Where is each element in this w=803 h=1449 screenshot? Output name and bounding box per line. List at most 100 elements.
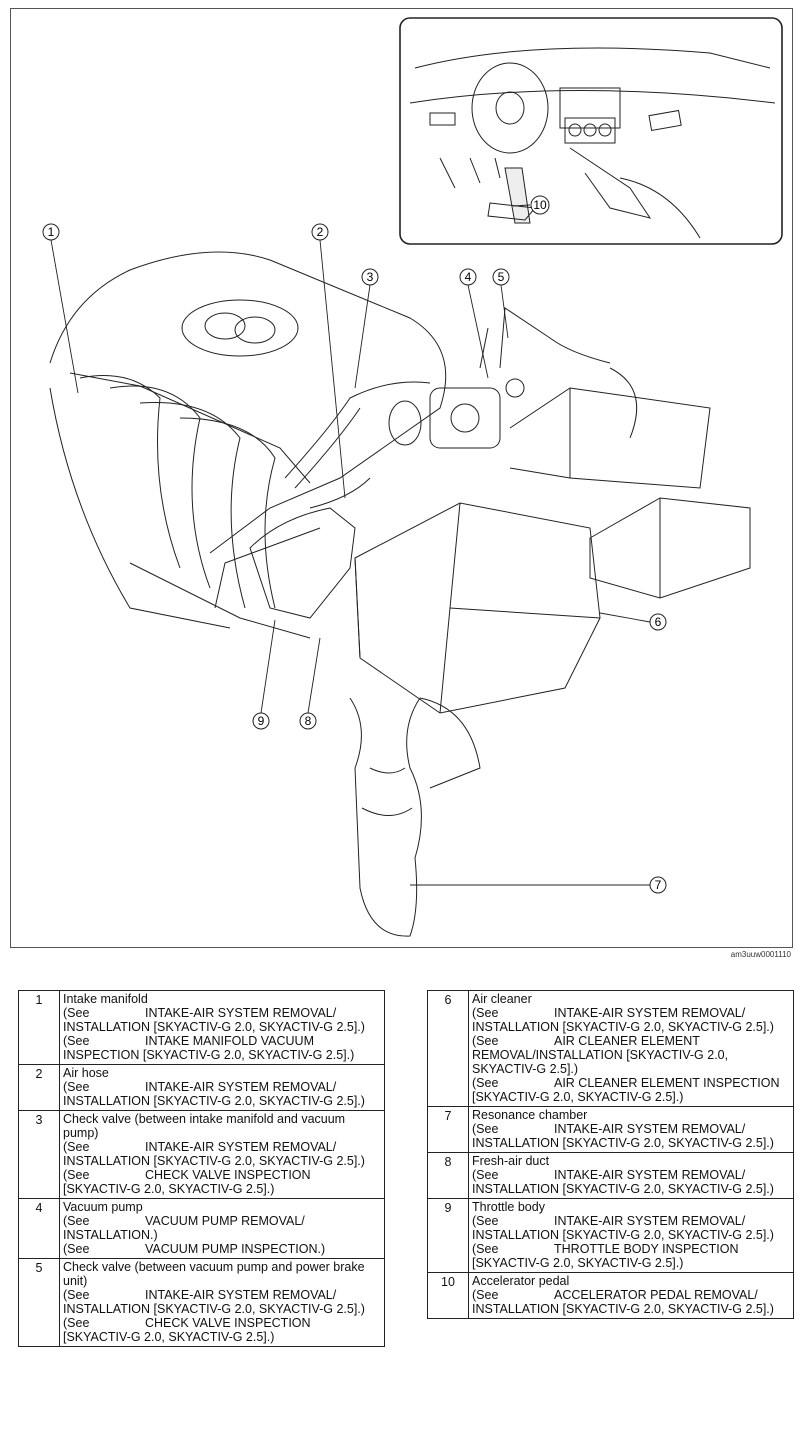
legend-number: 8 [427, 1152, 469, 1199]
reference-text: INTAKE-AIR SYSTEM REMOVAL/ INSTALLATION … [472, 1214, 774, 1242]
callout-1: 1 [42, 223, 60, 241]
see-label: (See [63, 1168, 90, 1182]
callout-5: 5 [492, 268, 510, 286]
legend-number: 1 [18, 990, 60, 1065]
component-name: Fresh-air duct [472, 1154, 550, 1168]
component-name: Check valve (between vacuum pump and pow… [63, 1260, 365, 1288]
legend-number: 10 [427, 1272, 469, 1319]
component-name: Resonance chamber [472, 1108, 588, 1122]
legend-description: Check valve (between intake manifold and… [59, 1110, 385, 1199]
component-name: Air cleaner [472, 992, 532, 1006]
reference-text: ACCELERATOR PEDAL REMOVAL/ INSTALLATION … [472, 1288, 774, 1316]
reference-text: INTAKE-AIR SYSTEM REMOVAL/ INSTALLATION … [63, 1080, 365, 1108]
component-name: Check valve (between intake manifold and… [63, 1112, 346, 1140]
legend-number: 7 [427, 1106, 469, 1153]
callout-2: 2 [311, 223, 329, 241]
component-name: Throttle body [472, 1200, 545, 1214]
legend-number: 3 [18, 1110, 60, 1199]
reference-text: INTAKE-AIR SYSTEM REMOVAL/ INSTALLATION … [63, 1006, 365, 1034]
reference-text: INTAKE-AIR SYSTEM REMOVAL/ INSTALLATION … [472, 1168, 774, 1196]
legend-number: 5 [18, 1258, 60, 1347]
reference-text: AIR CLEANER ELEMENT REMOVAL/INSTALLATION… [472, 1034, 729, 1076]
callout-3: 3 [361, 268, 379, 286]
cabin-inset [399, 17, 783, 245]
callout-8: 8 [299, 712, 317, 730]
see-label: (See [472, 1168, 499, 1182]
legend-number: 9 [427, 1198, 469, 1273]
see-label: (See [472, 1288, 499, 1302]
reference-text: VACUUM PUMP REMOVAL/ INSTALLATION.) [63, 1214, 305, 1242]
callout-labels: 1 2 3 4 5 6 7 8 9 10 [42, 195, 667, 894]
component-name: Intake manifold [63, 992, 148, 1006]
reference-text: CHECK VALVE INSPECTION [SKYACTIV-G 2.0, … [63, 1168, 311, 1196]
svg-text:2: 2 [317, 225, 324, 239]
diagram-frame [10, 8, 793, 948]
svg-text:10: 10 [533, 198, 547, 212]
see-label: (See [472, 1214, 499, 1228]
component-name: Air hose [63, 1066, 109, 1080]
see-label: (See [63, 1316, 90, 1330]
component-name: Accelerator pedal [472, 1274, 570, 1288]
see-label: (See [63, 1214, 90, 1228]
reference-text: CHECK VALVE INSPECTION [SKYACTIV-G 2.0, … [63, 1316, 311, 1344]
callout-7: 7 [649, 876, 667, 894]
see-label: (See [63, 1034, 90, 1048]
see-label: (See [63, 1242, 90, 1256]
svg-text:6: 6 [655, 615, 662, 629]
see-label: (See [472, 1006, 499, 1020]
svg-text:7: 7 [655, 878, 662, 892]
callout-6: 6 [649, 613, 667, 631]
svg-text:4: 4 [465, 270, 472, 284]
see-label: (See [63, 1140, 90, 1154]
legend-number: 6 [427, 990, 469, 1107]
see-label: (See [63, 1288, 90, 1302]
see-label: (See [472, 1122, 499, 1136]
component-name: Vacuum pump [63, 1200, 143, 1214]
callout-9: 9 [252, 712, 270, 730]
reference-text: VACUUM PUMP INSPECTION.) [145, 1242, 326, 1256]
svg-text:5: 5 [498, 270, 505, 284]
reference-text: INTAKE MANIFOLD VACUUM INSPECTION [SKYAC… [63, 1034, 355, 1062]
reference-text: INTAKE-AIR SYSTEM REMOVAL/ INSTALLATION … [472, 1006, 774, 1034]
callout-10: 10 [530, 195, 550, 215]
see-label: (See [472, 1242, 499, 1256]
svg-text:3: 3 [367, 270, 374, 284]
see-label: (See [63, 1080, 90, 1094]
reference-text: INTAKE-AIR SYSTEM REMOVAL/ INSTALLATION … [63, 1140, 365, 1168]
see-label: (See [472, 1076, 499, 1090]
reference-text: INTAKE-AIR SYSTEM REMOVAL/ INSTALLATION … [472, 1122, 774, 1150]
reference-text: INTAKE-AIR SYSTEM REMOVAL/ INSTALLATION … [63, 1288, 365, 1316]
callout-4: 4 [459, 268, 477, 286]
see-label: (See [63, 1006, 90, 1020]
engine-bay-linework [49, 251, 751, 937]
